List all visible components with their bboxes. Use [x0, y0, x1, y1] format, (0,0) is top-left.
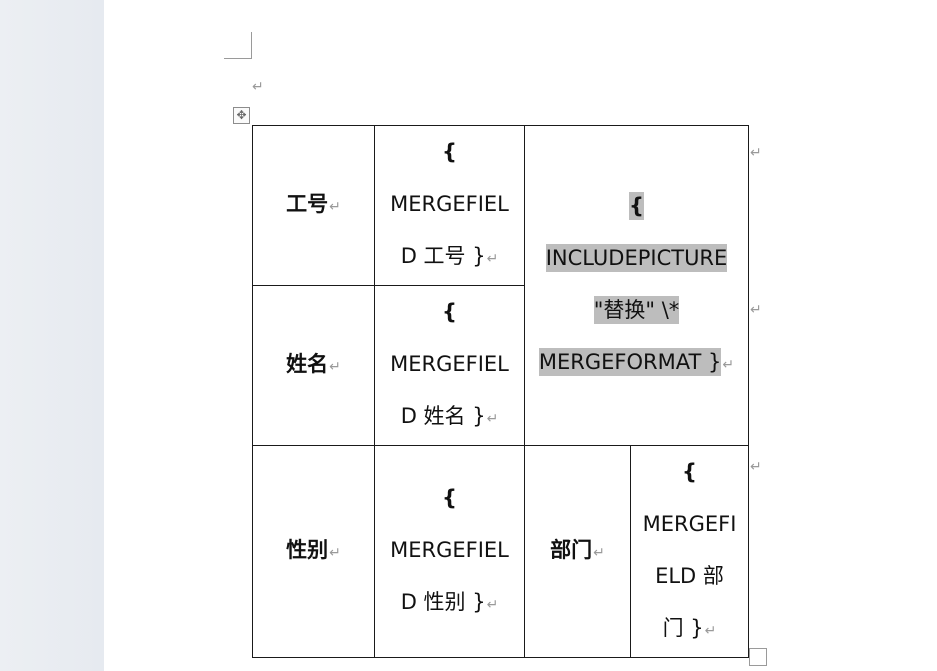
table-row: 姓名↵ { MERGEFIEL D 姓名 }↵ — [252, 285, 749, 446]
paragraph-mark-icon: ↵ — [486, 411, 499, 427]
paragraph-mark-icon: ↵ — [329, 199, 341, 215]
field-brace-open: { — [682, 460, 697, 484]
field-code-text: MERGEFORMAT } — [538, 348, 722, 376]
row-end-mark-icon: ↵ — [750, 145, 762, 161]
field-brace-open: { — [442, 486, 457, 510]
label-name: 姓名 — [286, 352, 329, 376]
paragraph-mark-icon: ↵ — [722, 357, 735, 373]
table-cell-picture-field[interactable]: { INCLUDEPICTURE "替换" \* MERGEFORMAT }↵ — [524, 125, 749, 446]
field-code-text: 门 } — [662, 616, 704, 640]
table-cell-label[interactable]: 姓名↵ — [252, 285, 375, 446]
field-code-text: D 工号 } — [400, 244, 486, 268]
field-code-text: ELD 部 — [655, 564, 724, 588]
paragraph-mark-icon: ↵ — [486, 597, 499, 613]
row-end-mark-icon: ↵ — [750, 302, 762, 318]
field-code-text: D 姓名 } — [400, 404, 486, 428]
field-code-text: MERGEFIEL — [390, 352, 509, 376]
label-department: 部门 — [550, 538, 593, 562]
field-code-text: D 性别 } — [400, 590, 486, 614]
field-code-text: INCLUDEPICTURE — [545, 244, 728, 272]
paragraph-mark-icon: ↵ — [486, 251, 499, 267]
table-row: 性别↵ { MERGEFIEL D 性别 }↵ 部门↵ { MERGEFI EL… — [252, 445, 749, 658]
paragraph-mark-icon: ↵ — [252, 79, 264, 95]
table-cell-label[interactable]: 部门↵ — [524, 445, 631, 658]
field-code-text: MERGEFIEL — [390, 192, 509, 216]
navigation-pane — [0, 0, 105, 671]
field-code-text: "替换" \* — [593, 296, 680, 324]
paragraph-mark-icon: ↵ — [704, 623, 717, 639]
table-cell-field[interactable]: { MERGEFIEL D 姓名 }↵ — [374, 285, 525, 446]
field-code-text: MERGEFI — [642, 512, 737, 536]
label-gender: 性别 — [286, 538, 329, 562]
table-move-handle-icon[interactable]: ✥ — [233, 107, 250, 124]
table-row: 工号↵ { MERGEFIEL D 工号 }↵ { INCLUDEPICTURE… — [252, 125, 749, 446]
table-resize-handle-icon[interactable] — [749, 648, 767, 666]
field-brace-open: { — [442, 300, 457, 324]
table-cell-field[interactable]: { MERGEFIEL D 工号 }↵ — [374, 125, 525, 286]
paragraph-mark-icon: ↵ — [329, 359, 341, 375]
table-cell-label[interactable]: 性别↵ — [252, 445, 375, 658]
field-brace-open: { — [629, 192, 644, 220]
table-cell-field[interactable]: { MERGEFIEL D 性别 }↵ — [374, 445, 525, 658]
row-end-mark-icon: ↵ — [750, 459, 762, 475]
page-margin-corner-mark — [224, 32, 252, 59]
field-code-text: MERGEFIEL — [390, 538, 509, 562]
paragraph-mark-icon: ↵ — [329, 545, 341, 561]
table-cell-label[interactable]: 工号↵ — [252, 125, 375, 286]
paragraph-mark-icon: ↵ — [593, 545, 605, 561]
field-brace-open: { — [442, 140, 457, 164]
table-cell-field[interactable]: { MERGEFI ELD 部 门 }↵ — [630, 445, 749, 658]
mail-merge-table[interactable]: 工号↵ { MERGEFIEL D 工号 }↵ { INCLUDEPICTURE… — [252, 125, 749, 658]
label-employee-id: 工号 — [286, 192, 329, 216]
